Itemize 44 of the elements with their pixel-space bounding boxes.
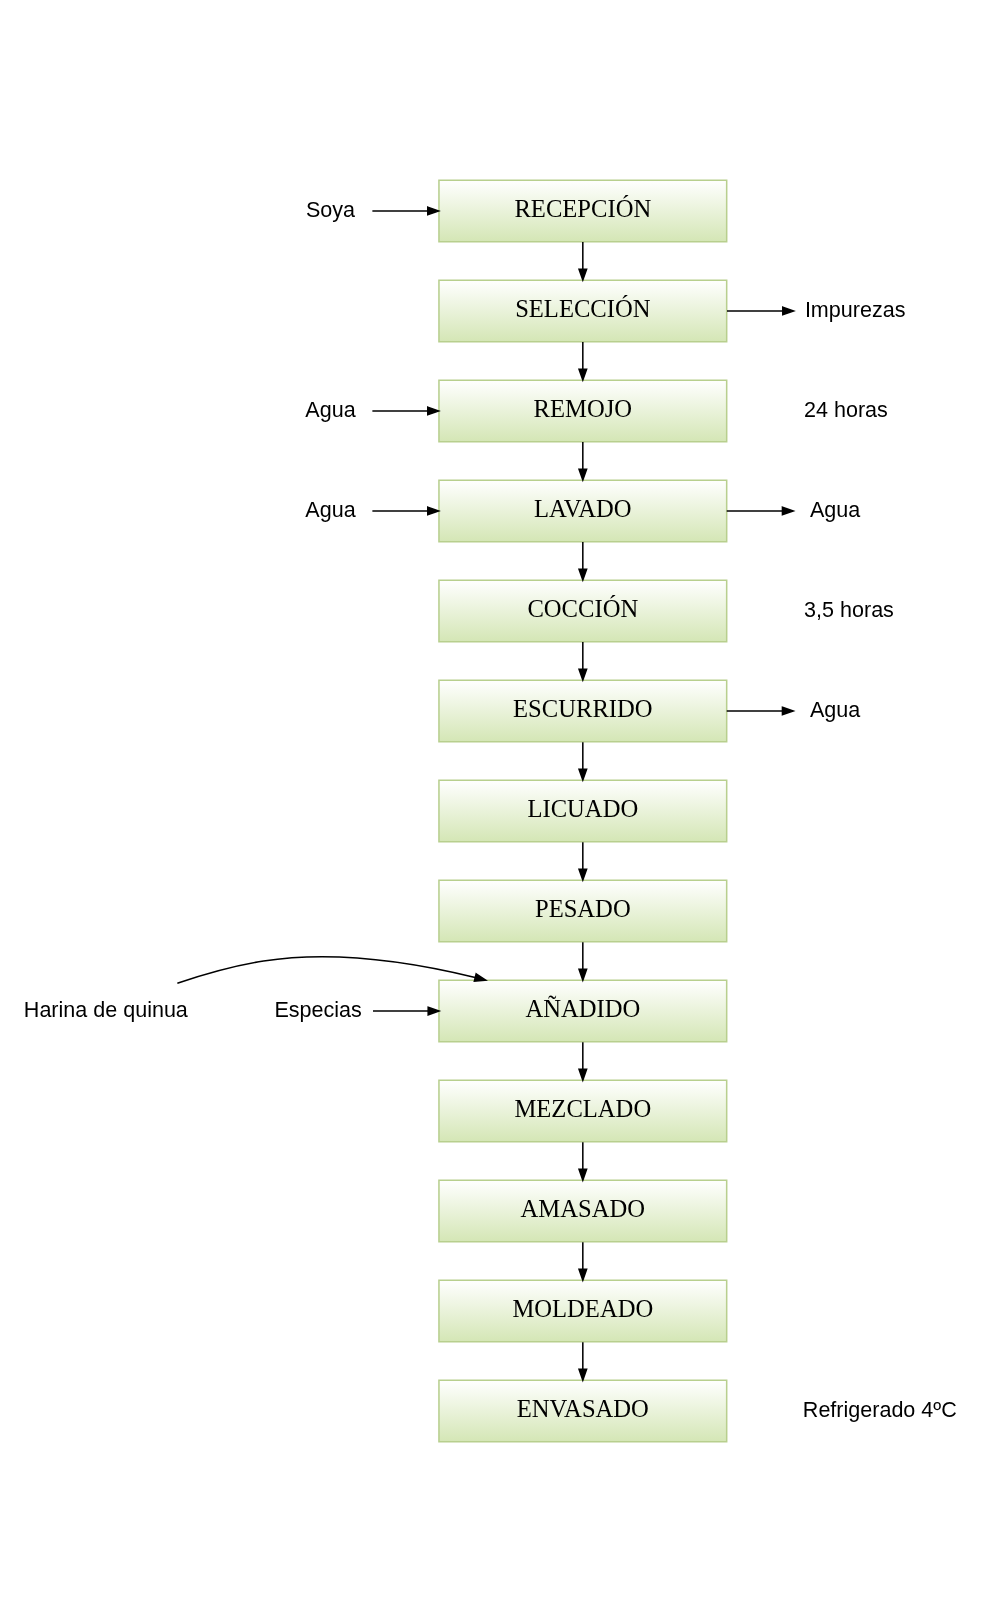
arrow xyxy=(725,505,796,516)
node-label: 3,5 horas xyxy=(804,597,894,622)
node-box: MEZCLADO xyxy=(438,1079,728,1143)
node-text: Harina de quinua xyxy=(23,997,188,1022)
arrow xyxy=(577,640,588,682)
arrow xyxy=(577,540,588,582)
arrow xyxy=(577,340,588,382)
node-box: COCCIÓN xyxy=(438,578,728,642)
arrow xyxy=(726,305,796,316)
arrow xyxy=(577,740,588,782)
node-box: PESADO xyxy=(438,878,728,943)
arrow xyxy=(577,240,588,282)
arrow xyxy=(577,1340,588,1382)
arrow xyxy=(577,1240,588,1282)
node-text: Agua xyxy=(305,397,356,422)
node-box: REMOJO xyxy=(438,378,728,442)
arrow xyxy=(577,1140,588,1182)
arrow xyxy=(725,705,796,716)
node-box: ESCURRIDO xyxy=(438,678,728,743)
node-box: LAVADO xyxy=(438,478,728,542)
node-box: ENVASADO xyxy=(438,1379,728,1443)
node-label: Refrigerado 4ºC xyxy=(802,1397,957,1422)
node-text: Agua xyxy=(305,497,356,522)
arrow xyxy=(176,955,488,984)
node-box: LICUADO xyxy=(438,778,728,843)
arrow xyxy=(577,940,588,982)
node-text: Soya xyxy=(305,197,356,222)
node-text: Impurezas xyxy=(804,297,906,322)
arrow xyxy=(577,1040,588,1082)
node-box: SELECCIÓN xyxy=(438,278,728,342)
node-box: AÑADIDO xyxy=(438,979,728,1043)
node-label: 24 horas xyxy=(804,397,888,422)
arrow xyxy=(372,1005,442,1016)
node-text: Agua xyxy=(810,497,861,522)
arrow xyxy=(371,205,441,216)
arrow xyxy=(577,840,588,882)
arrow xyxy=(577,440,588,482)
arrow xyxy=(371,405,441,416)
node-box: AMASADO xyxy=(438,1179,728,1243)
arrow xyxy=(371,505,441,516)
node-box: MOLDEADO xyxy=(438,1279,728,1343)
node-text: Agua xyxy=(810,697,861,722)
node-box: RECEPCIÓN xyxy=(438,178,728,242)
node-text: Especias xyxy=(274,997,362,1022)
